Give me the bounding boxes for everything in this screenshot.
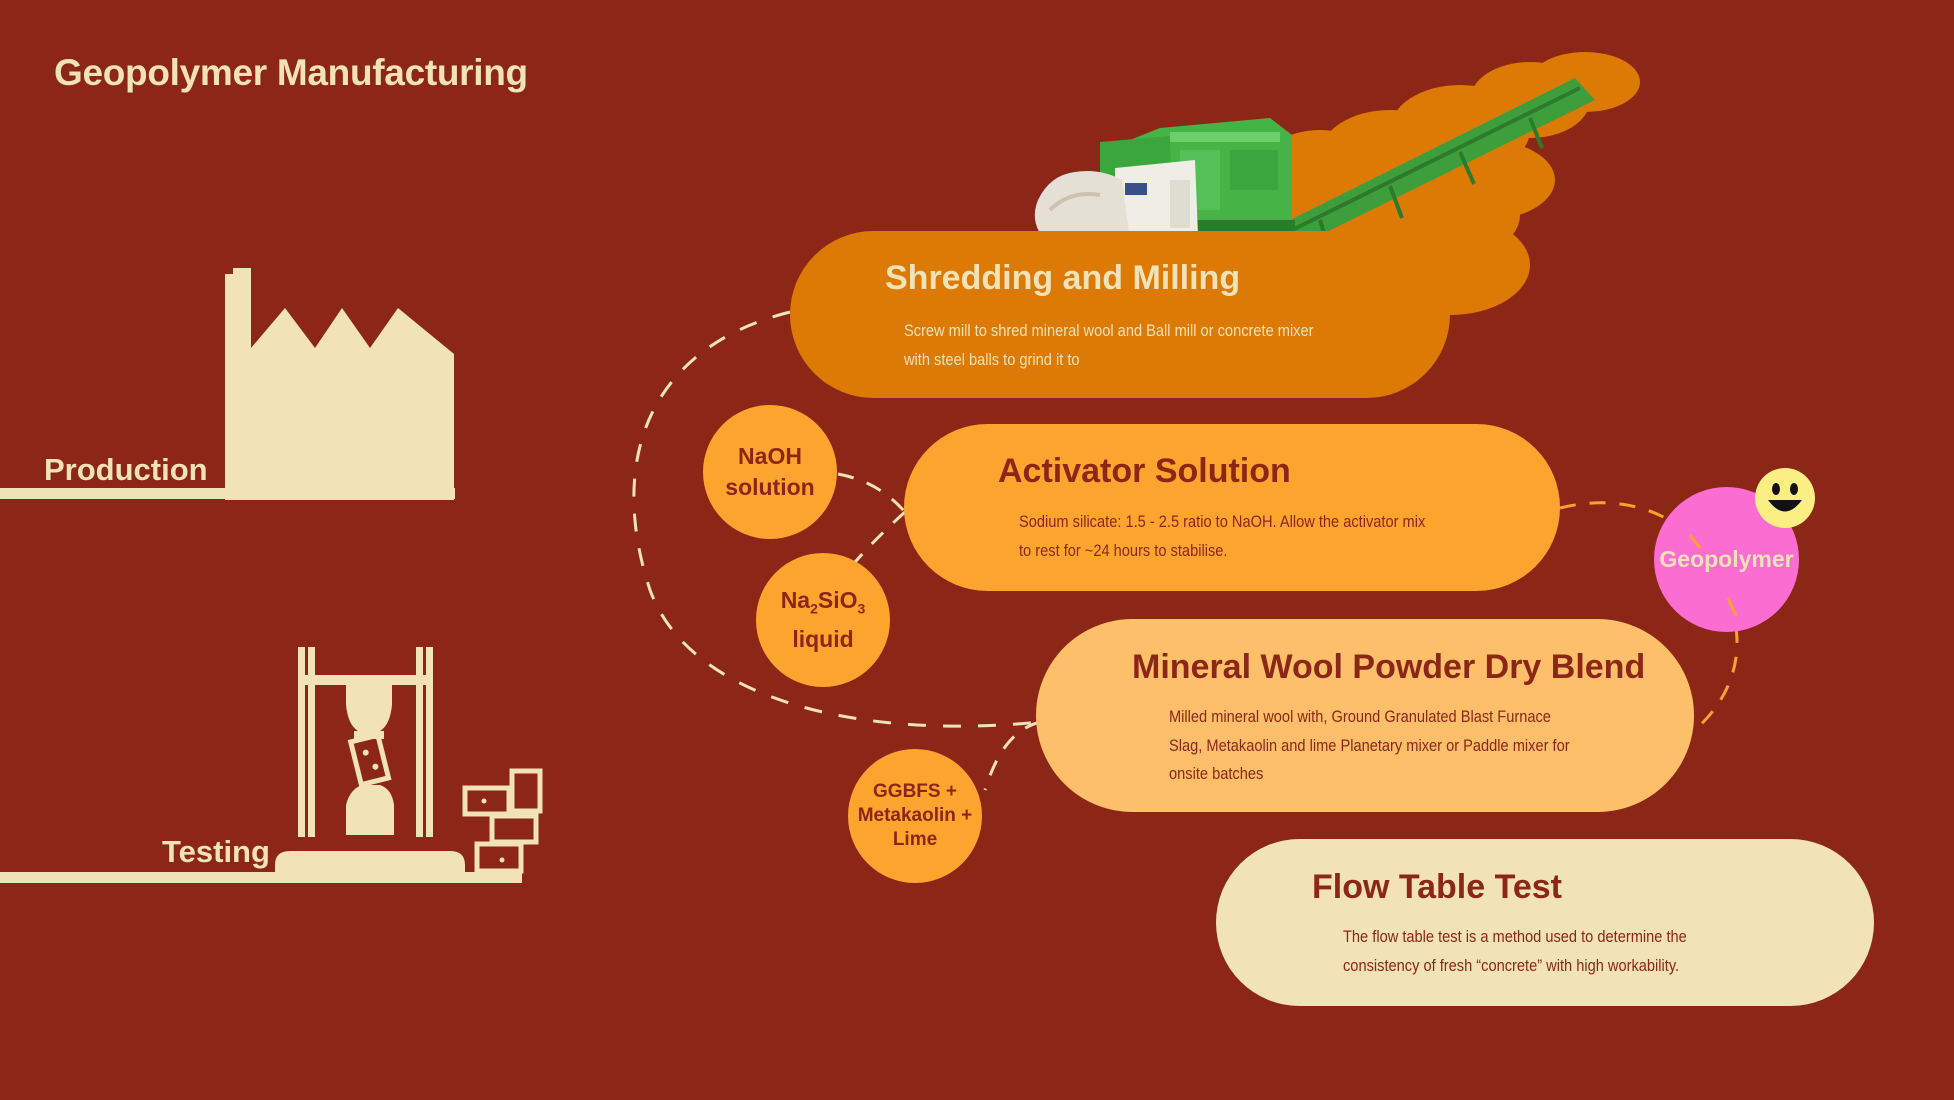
smiley-icon <box>1754 467 1816 529</box>
step-dry-blend-description: Milled mineral wool with, Ground Granula… <box>1169 703 1573 789</box>
slide-title: Geopolymer Manufacturing <box>54 52 528 94</box>
step-shredding-milling-description: Screw mill to shred mineral wool and Bal… <box>904 317 1330 374</box>
silicate-formula: Na2SiO3 <box>781 587 866 613</box>
powders-line1: GGBFS + <box>873 781 957 802</box>
silicate-line2: liquid <box>792 626 853 652</box>
concrete-blocks-icon <box>462 768 546 874</box>
factory-icon <box>220 268 460 500</box>
step-shredding-milling-title: Shredding and Milling <box>885 259 1240 298</box>
step-flow-table-test-description: The flow table test is a method used to … <box>1343 923 1704 980</box>
naoh-solution-bubble: NaOH solution <box>703 405 837 539</box>
testing-label: Testing <box>162 834 270 870</box>
geopolymer-label: Geopolymer <box>1659 546 1793 573</box>
powders-line2: Metakaolin + <box>858 805 973 826</box>
production-label: Production <box>44 452 208 488</box>
naoh-line2: solution <box>725 474 814 500</box>
step-activator-solution-description: Sodium silicate: 1.5 - 2.5 ratio to NaOH… <box>1019 508 1440 565</box>
naoh-line1: NaOH <box>738 443 802 469</box>
step-flow-table-test-title: Flow Table Test <box>1312 868 1562 907</box>
step-activator-solution-title: Activator Solution <box>998 452 1291 491</box>
powders-bubble: GGBFS + Metakaolin + Lime <box>848 749 982 883</box>
step-dry-blend-title: Mineral Wool Powder Dry Blend <box>1132 648 1645 687</box>
powders-line3: Lime <box>893 829 937 850</box>
compression-test-icon <box>270 645 470 883</box>
sodium-silicate-bubble: Na2SiO3 liquid <box>756 553 890 687</box>
